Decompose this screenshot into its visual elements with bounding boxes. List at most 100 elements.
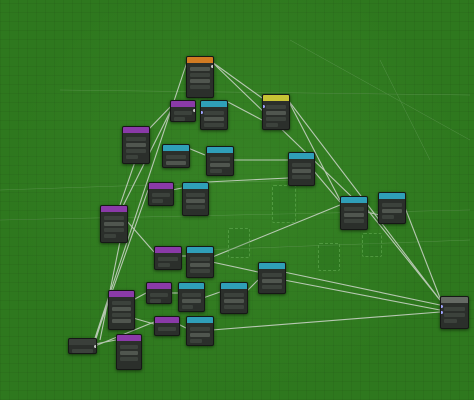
node-socket-row (344, 219, 364, 223)
node-header[interactable] (379, 193, 405, 199)
input-socket[interactable] (441, 311, 443, 314)
node-field[interactable] (190, 67, 210, 71)
node-socket-row (120, 345, 138, 349)
node-cyan-j[interactable] (178, 282, 205, 312)
node-gray-input[interactable] (68, 338, 97, 354)
link (283, 271, 441, 306)
node-field[interactable] (190, 79, 210, 83)
node-socket-row (190, 257, 210, 261)
node-header[interactable] (155, 317, 179, 323)
node-header[interactable] (101, 206, 127, 212)
node-header[interactable] (341, 197, 367, 203)
node-field[interactable] (292, 169, 311, 173)
node-header[interactable] (289, 153, 314, 159)
node-purple-e[interactable] (154, 246, 182, 270)
input-socket[interactable] (201, 111, 203, 114)
node-header[interactable] (187, 247, 213, 253)
node-header[interactable] (207, 147, 233, 153)
node-body (341, 203, 367, 227)
node-header[interactable] (187, 57, 213, 63)
input-socket[interactable] (441, 305, 443, 308)
link (211, 61, 356, 201)
node-socket-row (444, 307, 465, 311)
node-field[interactable] (120, 351, 138, 355)
node-purple-b[interactable] (122, 126, 150, 164)
node-header[interactable] (123, 127, 149, 133)
input-socket[interactable] (263, 105, 265, 108)
node-purple-a[interactable] (170, 100, 196, 122)
node-field[interactable] (262, 279, 282, 283)
node-yellow[interactable] (262, 94, 290, 130)
node-header[interactable] (155, 247, 181, 253)
node-header[interactable] (117, 335, 141, 341)
node-field[interactable] (344, 213, 364, 217)
node-cyan-l[interactable] (186, 316, 214, 346)
node-header[interactable] (171, 101, 195, 107)
node-field[interactable] (112, 319, 131, 323)
node-body (147, 289, 171, 303)
node-field[interactable] (210, 163, 230, 167)
node-cyan-f[interactable] (340, 196, 368, 230)
node-field[interactable] (382, 209, 402, 213)
node-body (201, 107, 227, 129)
node-purple-i[interactable] (116, 334, 142, 370)
node-socket-row (382, 215, 394, 219)
node-body (163, 151, 189, 167)
node-field[interactable] (190, 333, 210, 337)
link (202, 291, 221, 299)
node-socket-row (444, 319, 457, 323)
node-orange-top[interactable] (186, 56, 214, 98)
output-socket[interactable] (211, 65, 213, 68)
node-header[interactable] (183, 183, 208, 189)
node-socket-row (262, 273, 282, 277)
node-cyan-h[interactable] (186, 246, 214, 278)
node-cyan-b[interactable] (162, 144, 190, 168)
node-field[interactable] (190, 263, 210, 267)
node-header[interactable] (221, 283, 247, 289)
node-field[interactable] (182, 299, 201, 303)
node-cyan-k[interactable] (220, 282, 248, 314)
node-cyan-a[interactable] (200, 100, 228, 130)
node-body (207, 153, 233, 175)
node-header[interactable] (147, 283, 171, 289)
node-output[interactable] (440, 296, 469, 329)
node-socket-row (152, 199, 163, 203)
node-header[interactable] (259, 263, 285, 269)
node-field[interactable] (186, 199, 205, 203)
link (211, 261, 259, 273)
output-socket[interactable] (193, 109, 195, 112)
node-header[interactable] (201, 101, 227, 107)
node-header[interactable] (69, 339, 96, 345)
node-header[interactable] (187, 317, 213, 323)
node-header[interactable] (149, 183, 173, 189)
node-header[interactable] (263, 95, 289, 101)
node-header[interactable] (441, 297, 468, 303)
node-purple-c[interactable] (148, 182, 174, 206)
node-field[interactable] (204, 117, 224, 121)
output-socket[interactable] (94, 345, 96, 348)
node-header[interactable] (109, 291, 134, 297)
node-socket-row (104, 216, 124, 220)
node-field[interactable] (126, 143, 146, 147)
node-field[interactable] (224, 299, 244, 303)
link (94, 189, 149, 341)
node-cyan-e[interactable] (182, 182, 209, 216)
node-field[interactable] (266, 111, 286, 115)
node-purple-f[interactable] (108, 290, 135, 330)
node-cyan-i[interactable] (258, 262, 286, 294)
node-cyan-d[interactable] (288, 152, 315, 186)
node-purple-g[interactable] (146, 282, 172, 304)
node-field[interactable] (104, 222, 124, 226)
node-cyan-c[interactable] (206, 146, 234, 176)
node-purple-h[interactable] (154, 316, 180, 336)
node-header[interactable] (179, 283, 204, 289)
node-purple-d[interactable] (100, 205, 128, 243)
node-header[interactable] (163, 145, 189, 151)
node-field[interactable] (112, 307, 131, 311)
node-body (221, 289, 247, 313)
node-field[interactable] (166, 161, 186, 165)
faint-link (379, 59, 431, 161)
node-cyan-g[interactable] (378, 192, 406, 224)
link (403, 204, 441, 299)
